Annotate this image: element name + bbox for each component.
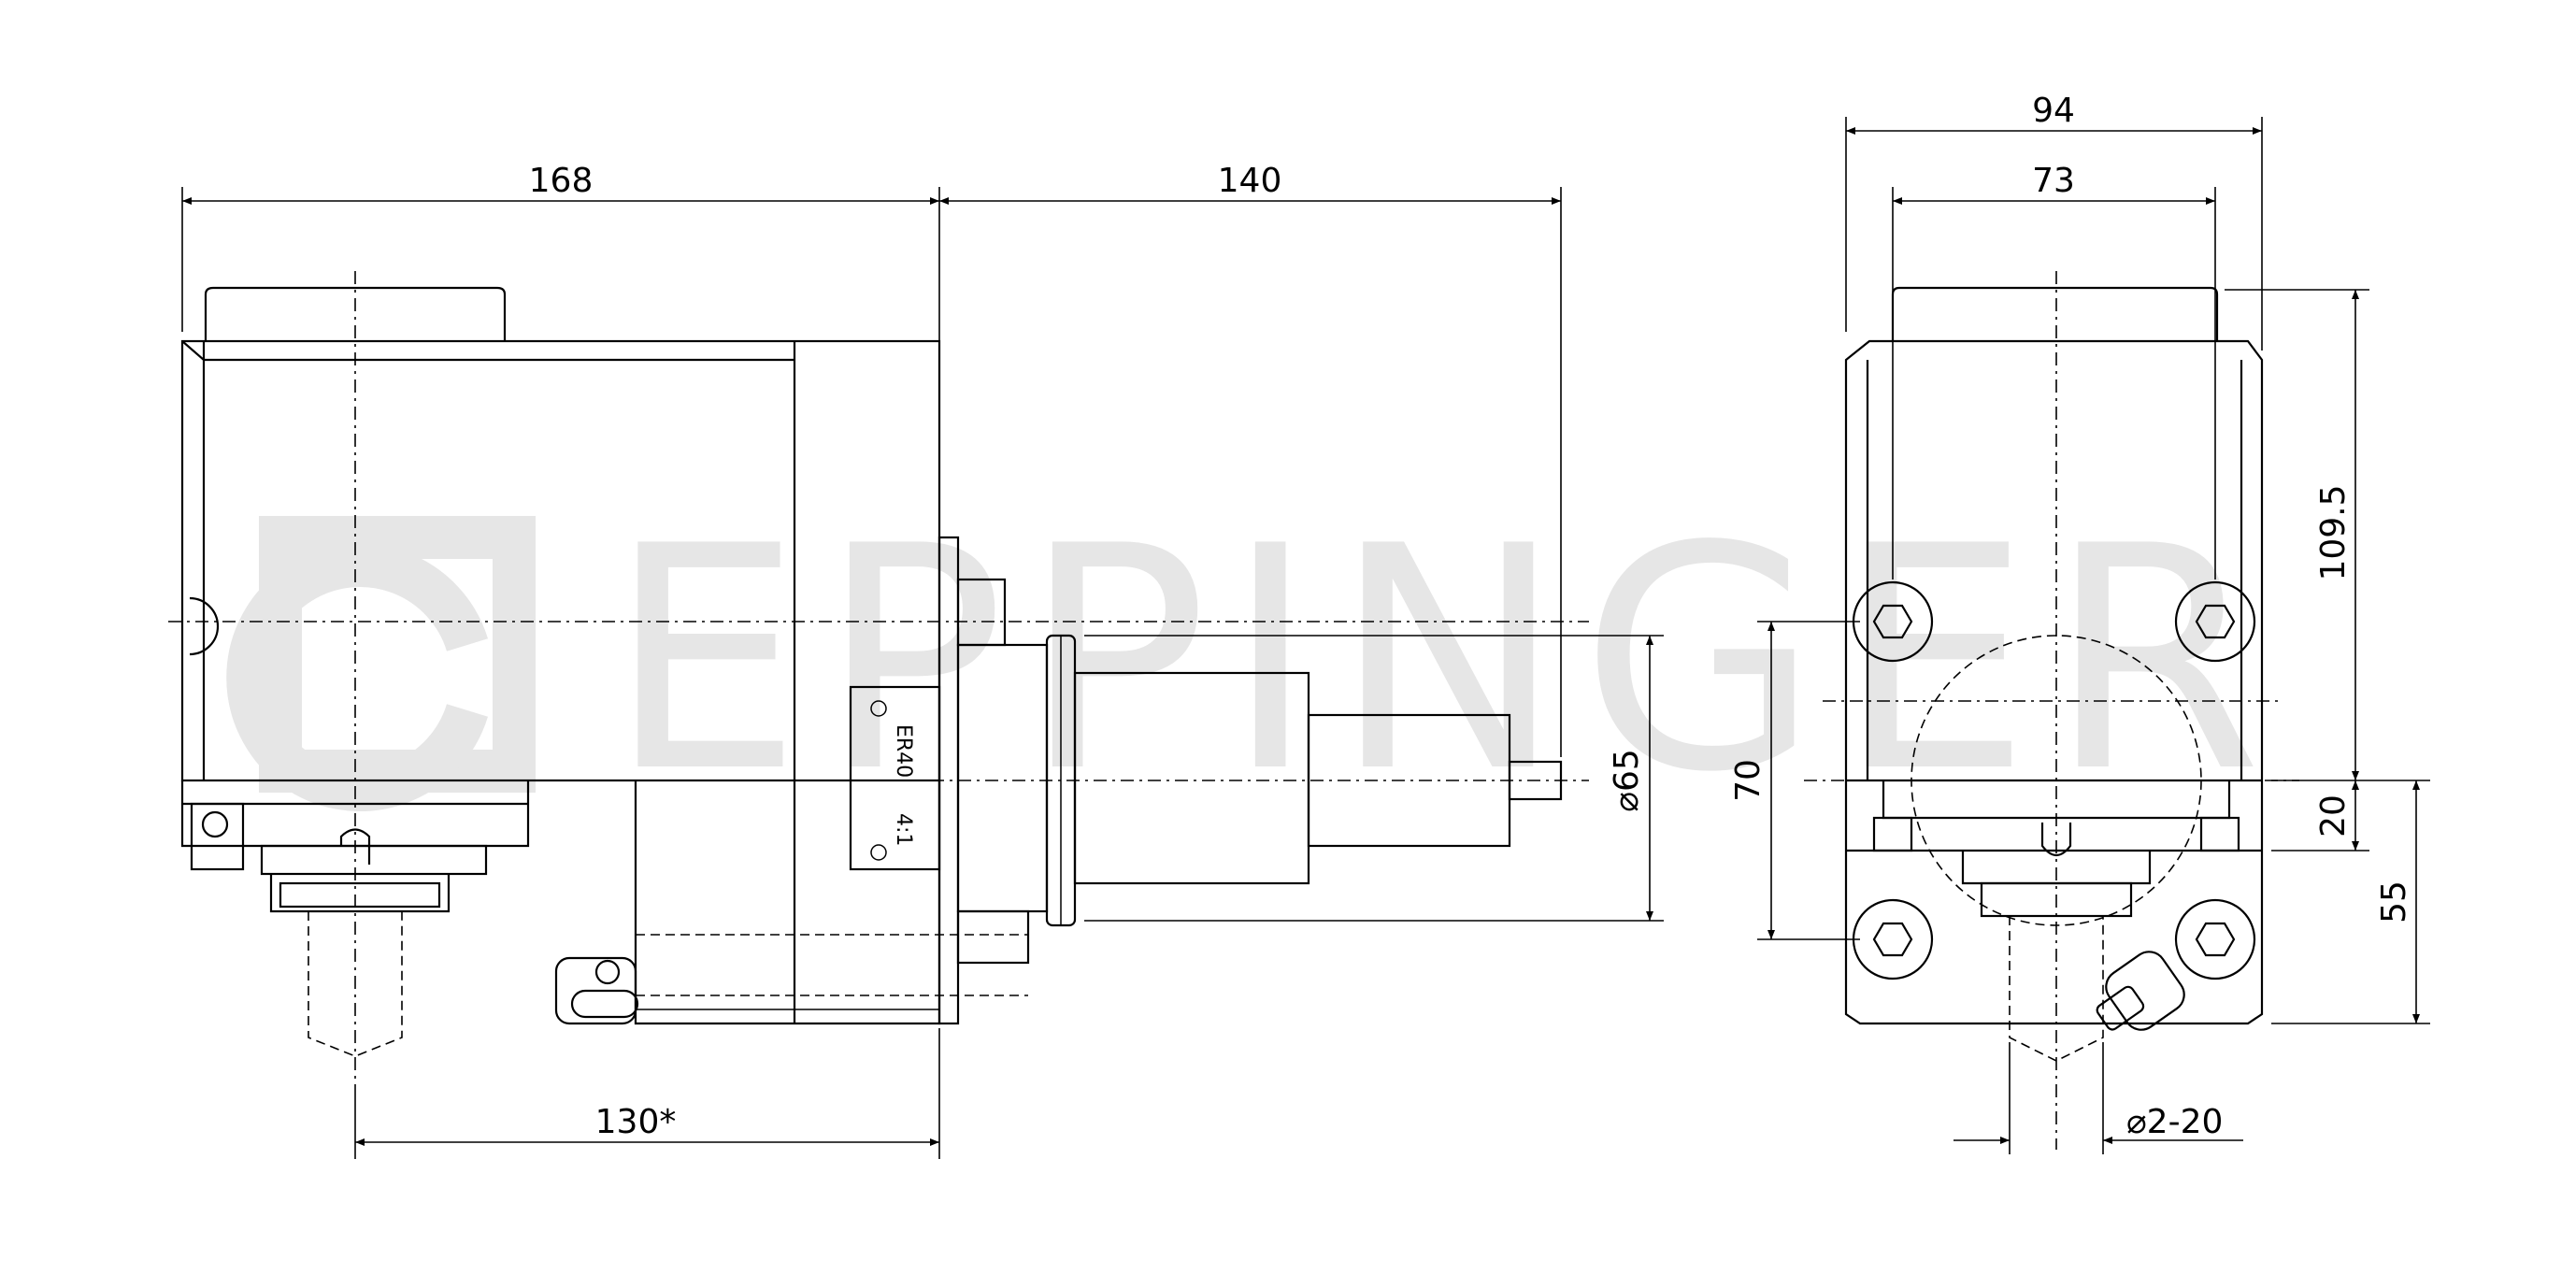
front-housing: [1844, 339, 2264, 1025]
dim-text-109-5: 109.5: [2314, 484, 2353, 580]
eppinger-logo-mark: [226, 516, 536, 811]
bolt-bottom-right: [2174, 898, 2256, 980]
collet-key: [339, 828, 371, 865]
front-top-cap: [1891, 286, 2219, 341]
bottom-screw-head: [201, 810, 229, 838]
dim-text-140: 140: [1218, 162, 1282, 200]
dim-text-20: 20: [2314, 794, 2353, 837]
front-coolant-fitting: [2096, 951, 2185, 1031]
bottom-screw-block: [190, 802, 245, 871]
dim-text-168: 168: [529, 162, 594, 200]
coolant-fitting-slot: [570, 989, 639, 1019]
dim-text-65: ⌀65: [1608, 749, 1646, 811]
label-plate: [849, 685, 941, 871]
collet-nut-ring: [260, 844, 488, 876]
label-plate-rivet: [870, 700, 887, 717]
lower-bolt: [956, 909, 1030, 965]
housing-chamfer: [181, 340, 794, 362]
top-cap: [204, 286, 507, 341]
front-side-screw: [2199, 816, 2240, 852]
label-plate-text-bottom: 4:1: [892, 813, 915, 846]
front-collet-key: [2040, 823, 2072, 857]
dim-text-73: 73: [2032, 162, 2075, 200]
bolt-top-right: [2174, 580, 2256, 663]
front-side-screw: [1872, 816, 1913, 852]
bolt-bottom-left: [1852, 898, 1934, 980]
collet-nut-inner: [279, 881, 441, 909]
label-plate-text-top: ER40: [892, 724, 915, 778]
watermark-text: EPPINGER: [608, 480, 2279, 839]
dim-text-130: 130*: [595, 1103, 677, 1141]
front-view: 94 73 109.5 20 55 70 ⌀2-20: [1729, 92, 2430, 1154]
dim-text-55: 55: [2375, 880, 2413, 923]
dim-text-70: 70: [1729, 759, 1767, 802]
front-collet-nut-inner: [1980, 881, 2133, 918]
label-plate-rivet: [870, 844, 887, 861]
eppinger-watermark: EPPINGER: [226, 480, 2279, 839]
dim-text-2-20: ⌀2-20: [2126, 1103, 2223, 1141]
side-bump: [189, 596, 220, 656]
coolant-fitting: [554, 956, 637, 1025]
dim-text-94: 94: [2032, 92, 2075, 130]
collet-nut: [269, 874, 451, 913]
tool-shank-hidden: [308, 911, 403, 1057]
side-view: ER40 4:1 168 140 ⌀65 130*: [168, 162, 1664, 1159]
coolant-fitting-screw: [594, 959, 621, 985]
